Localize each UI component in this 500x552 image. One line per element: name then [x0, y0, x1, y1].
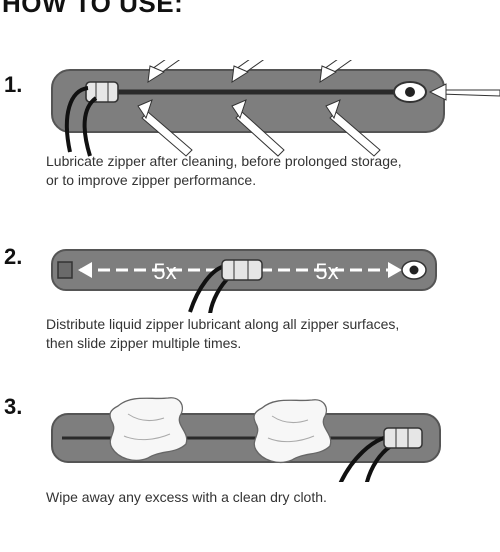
zipper-pull — [338, 427, 423, 482]
arrow-heads — [137, 65, 447, 120]
caption-line: Wipe away any excess with a clean dry cl… — [46, 489, 327, 505]
step-number: 1. — [4, 72, 23, 97]
zipper-pull — [64, 81, 119, 157]
arrow-right-head — [388, 262, 402, 278]
step-2-caption: Distribute liquid zipper lubricant along… — [46, 315, 486, 353]
caption-line: then slide zipper multiple times. — [46, 335, 242, 351]
zipper-start-box — [57, 261, 73, 279]
step-2: 2. 5x 5x Distribute liquid zipper lubric… — [0, 238, 500, 398]
cleaning-cloth-right — [253, 399, 332, 464]
zipper-pull — [188, 259, 263, 313]
step-3: 3. Wipe away any excess with a clean dry… — [0, 392, 500, 552]
caption-line: Distribute liquid zipper lubricant along… — [46, 316, 400, 332]
step-1-illustration — [51, 60, 500, 157]
repeat-label-right: 5x — [315, 259, 338, 284]
step-1: 1. — [0, 60, 500, 220]
arrow-left-head — [78, 262, 92, 278]
repeat-label-left: 5x — [153, 259, 176, 284]
page-title: HOW TO USE: — [2, 0, 184, 18]
step-number: 2. — [4, 244, 23, 269]
caption-line: Lubricate zipper after cleaning, before … — [46, 153, 402, 169]
step-2-illustration: 5x 5x — [51, 249, 437, 313]
step-1-caption: Lubricate zipper after cleaning, before … — [46, 152, 486, 190]
step-3-caption: Wipe away any excess with a clean dry cl… — [46, 488, 486, 507]
cleaning-cloth-left — [109, 397, 188, 462]
caption-line: or to improve zipper performance. — [46, 172, 257, 188]
step-number: 3. — [4, 394, 23, 419]
step-3-illustration — [51, 397, 441, 482]
